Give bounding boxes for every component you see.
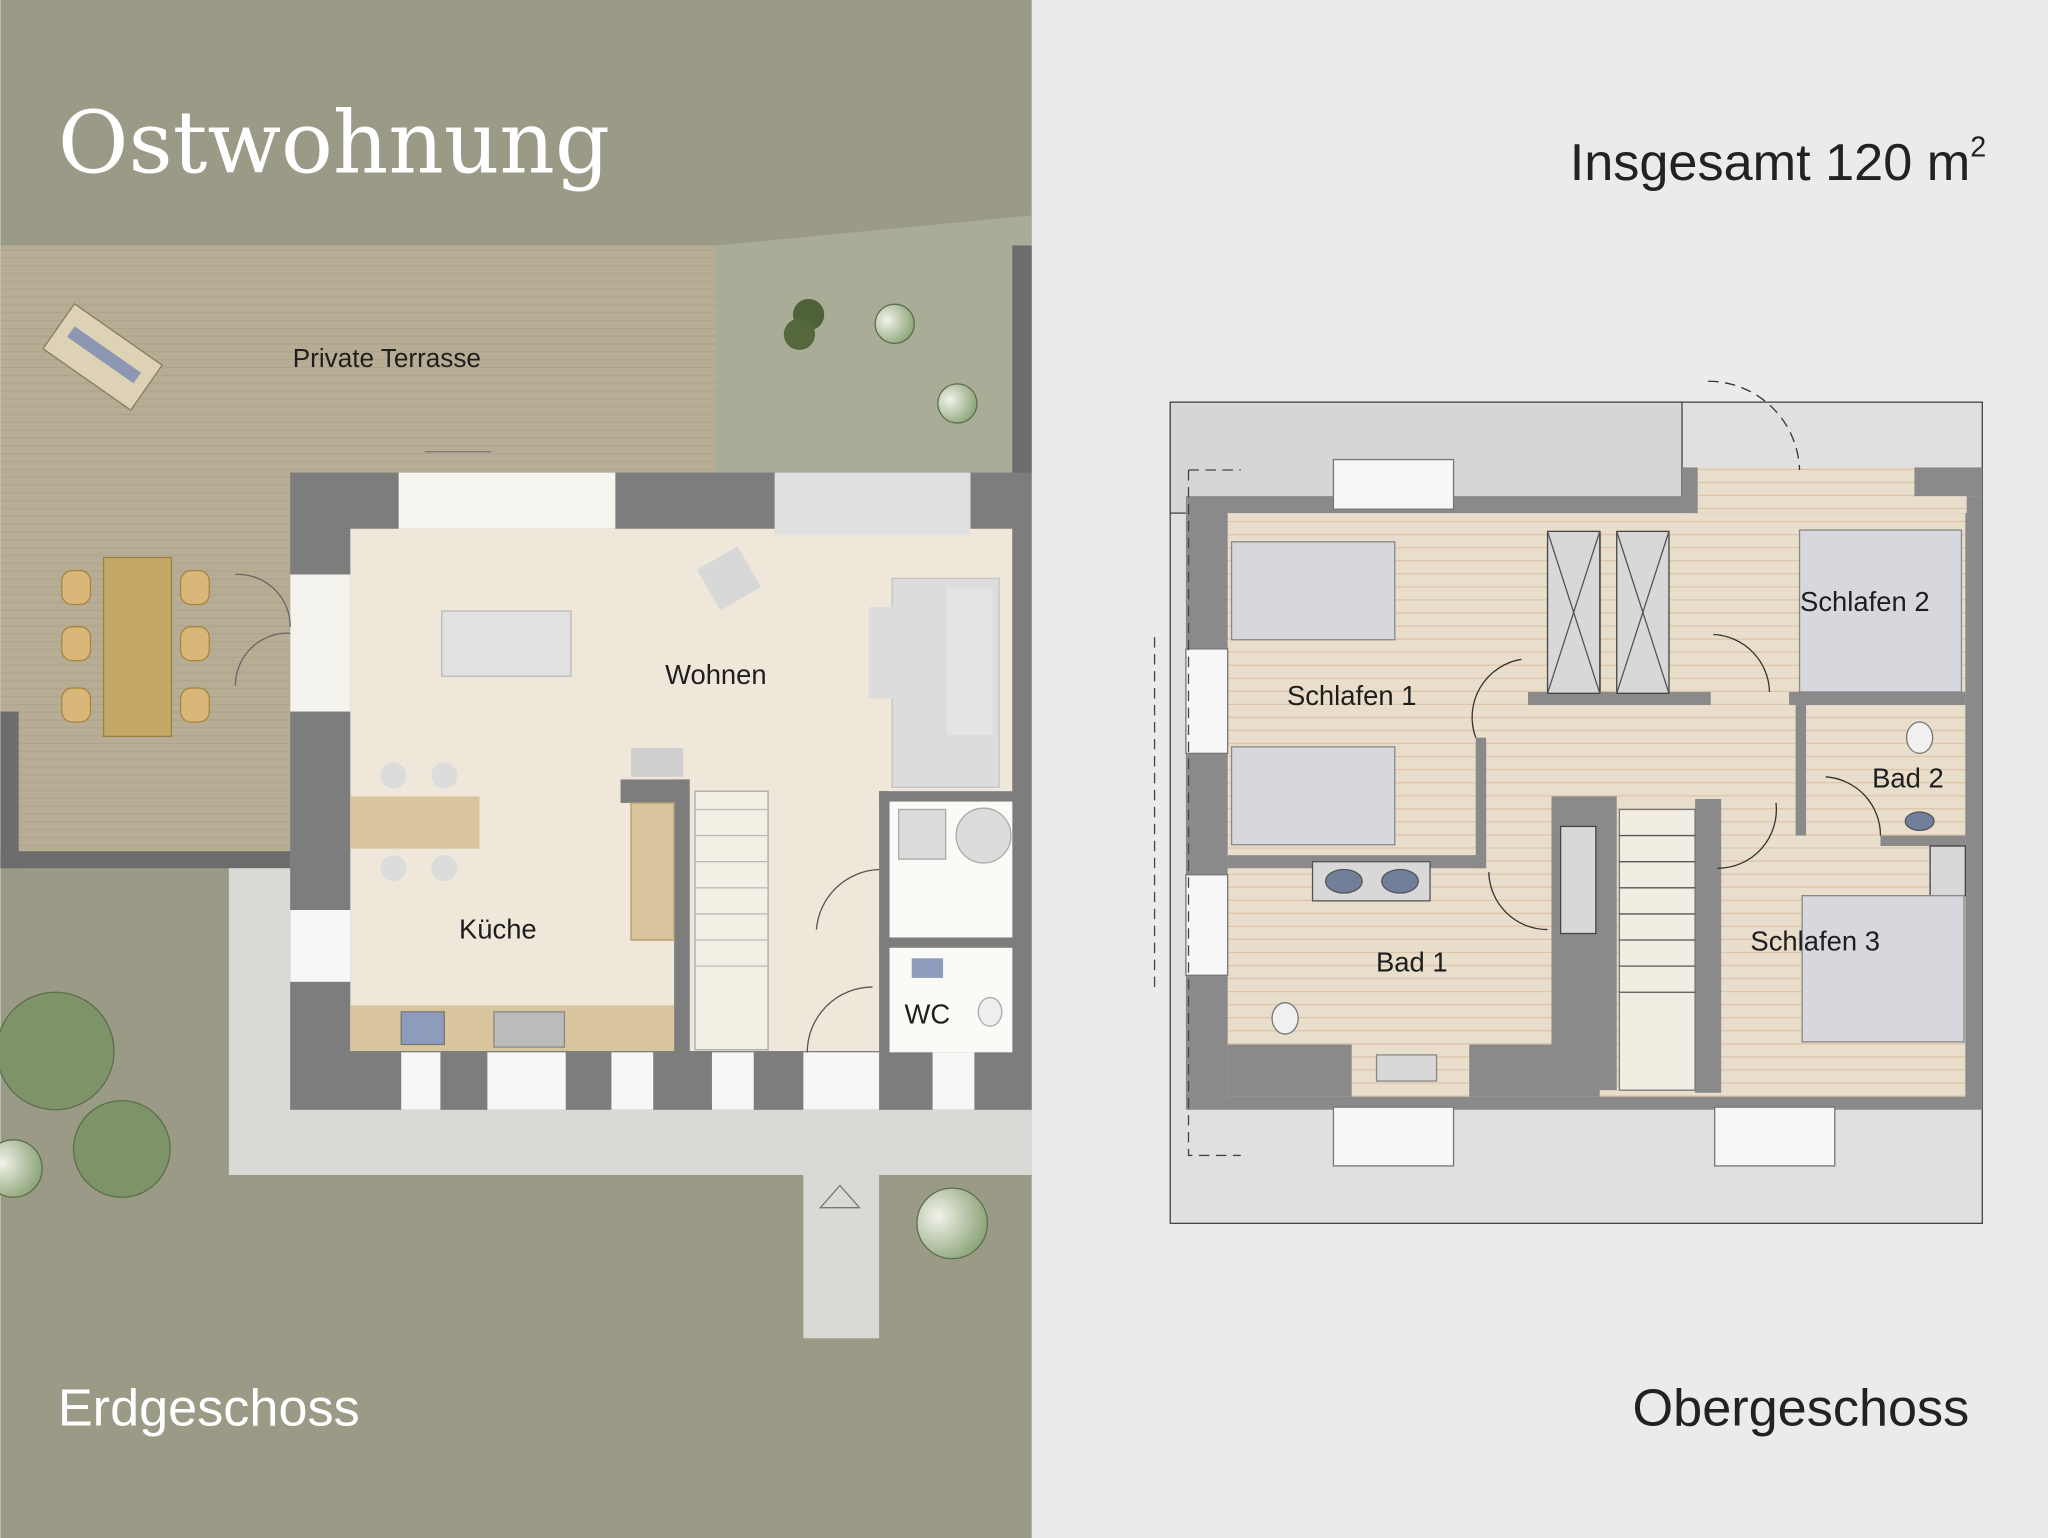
upper-floor-plan xyxy=(1153,380,1983,1225)
sink-icon xyxy=(400,1011,445,1046)
ground-floor-building xyxy=(234,472,1032,1110)
upper-floor-panel: Insgesamt 120 m2 xyxy=(1031,0,2048,1538)
outdoor-dining-table-icon xyxy=(61,556,210,738)
garden-area xyxy=(715,215,1032,473)
path-arrow-icon xyxy=(818,1184,861,1209)
basin-icon xyxy=(1311,811,1935,902)
terrace xyxy=(0,245,716,852)
lounge-table-icon xyxy=(42,302,164,412)
room-label-wc: WC xyxy=(905,999,951,1030)
kitchen-island xyxy=(350,796,480,849)
room-label-kueche: Küche xyxy=(459,914,537,945)
staircase xyxy=(1618,808,1696,1091)
dining-table xyxy=(441,610,572,677)
walkway xyxy=(228,868,1032,1339)
bed-icon xyxy=(1230,529,1965,1043)
toilet-icon xyxy=(1271,1002,1299,1035)
room-label-schlafen-3: Schlafen 3 xyxy=(1750,925,1880,956)
floor-label-ground: Erdgeschoss xyxy=(58,1380,360,1438)
cooktop-icon xyxy=(493,1011,566,1048)
room-label-bad-1: Bad 1 xyxy=(1376,946,1448,977)
room-label-wohnen: Wohnen xyxy=(665,659,767,690)
staircase xyxy=(694,790,769,1051)
total-area: Insgesamt 120 m2 xyxy=(1570,132,1987,193)
wardrobe-icon xyxy=(1546,530,1966,935)
floor-label-upper: Obergeschoss xyxy=(1633,1380,1970,1438)
terrace-label: Private Terrasse xyxy=(293,343,481,373)
tree-icon xyxy=(0,298,989,1260)
page-title: Ostwohnung xyxy=(58,93,610,193)
ground-floor-panel: Private Terrasse Wohnen Küche WC Ostwohn… xyxy=(0,0,1032,1538)
room-label-schlafen-1: Schlafen 1 xyxy=(1287,680,1417,711)
room-label-bad-2: Bad 2 xyxy=(1872,762,1944,793)
toilet-icon xyxy=(1905,721,1934,754)
room-label-schlafen-2: Schlafen 2 xyxy=(1800,586,1930,617)
